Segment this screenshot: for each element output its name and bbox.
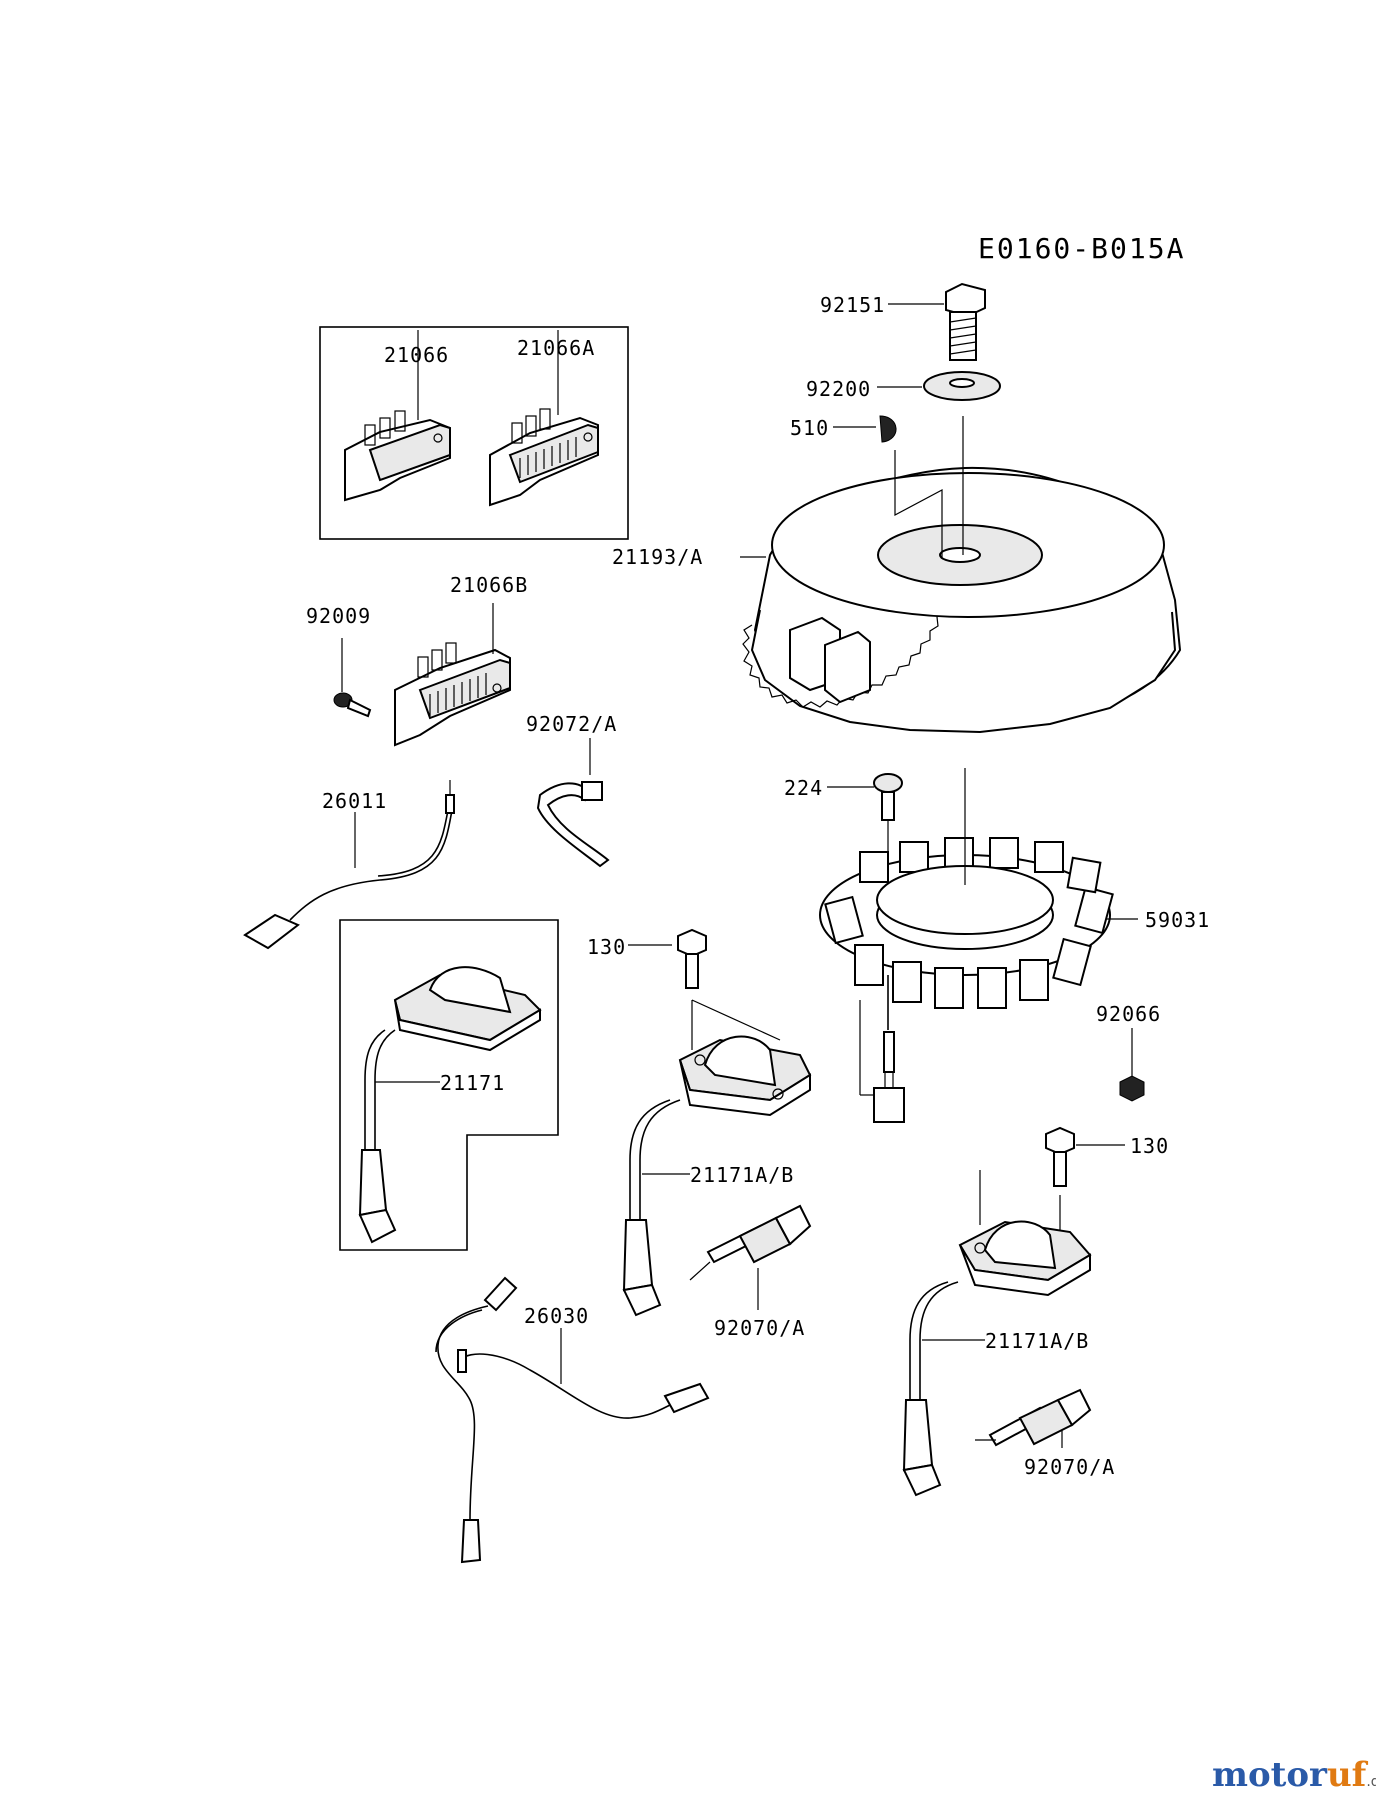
label-26011: 26011 — [322, 789, 387, 813]
label-92151: 92151 — [820, 293, 885, 317]
label-510: 510 — [790, 416, 829, 440]
regulator-21066-part — [344, 330, 451, 502]
bolt-130-upper-part — [628, 928, 707, 989]
key-510-part — [833, 415, 897, 443]
bolt-130-lower-part — [1045, 1126, 1125, 1187]
label-21066b: 21066B — [450, 573, 528, 597]
motoruf-watermark-logo: motoruf.de — [1212, 1755, 1376, 1795]
flywheel-21193-part — [740, 416, 1182, 734]
label-26030: 26030 — [524, 1304, 589, 1328]
label-130-lower: 130 — [1130, 1134, 1169, 1158]
label-21193: 21193/A — [612, 545, 703, 569]
coil-21171-box — [339, 919, 559, 1251]
bolt-92151-part — [888, 282, 986, 361]
label-21171: 21171 — [440, 1071, 505, 1095]
label-21171ab-lower: 21171A/B — [985, 1329, 1089, 1353]
label-92200: 92200 — [806, 377, 871, 401]
label-21066: 21066 — [384, 343, 449, 367]
harness-26030-part — [435, 1276, 710, 1564]
stator-59031-part — [819, 768, 1138, 1123]
clamp-92072-part — [536, 738, 610, 868]
ignition-coil-21171ab-lower-part — [902, 1170, 1092, 1497]
label-21171ab-upper: 21171A/B — [690, 1163, 794, 1187]
label-92009: 92009 — [306, 604, 371, 628]
ignition-coil-21171-part — [358, 966, 542, 1244]
label-92072: 92072/A — [526, 712, 617, 736]
regulator-options-box — [319, 326, 629, 540]
label-92070-upper: 92070/A — [714, 1316, 805, 1340]
bolt-224-part — [827, 773, 903, 880]
label-21066a: 21066A — [517, 336, 595, 360]
svg-text:motoruf.de: motoruf.de — [1212, 1755, 1376, 1795]
label-224: 224 — [784, 776, 823, 800]
regulator-21066b-part — [394, 603, 511, 747]
spark-plug-92070-lower-part — [975, 1388, 1092, 1448]
label-130-upper: 130 — [587, 935, 626, 959]
washer-92200-part — [877, 371, 1001, 401]
lead-26011-part — [243, 780, 455, 950]
nut-92066-part — [1119, 1028, 1145, 1102]
label-92070-lower: 92070/A — [1024, 1455, 1115, 1479]
diagram-code: E0160-B015A — [978, 232, 1185, 265]
ignition-coil-21171ab-upper-part — [622, 999, 812, 1317]
label-92066: 92066 — [1096, 1002, 1161, 1026]
spark-plug-92070-upper-part — [689, 1204, 812, 1310]
screw-92009-part — [333, 638, 372, 718]
regulator-21066a-part — [489, 330, 599, 507]
label-59031: 59031 — [1145, 908, 1210, 932]
